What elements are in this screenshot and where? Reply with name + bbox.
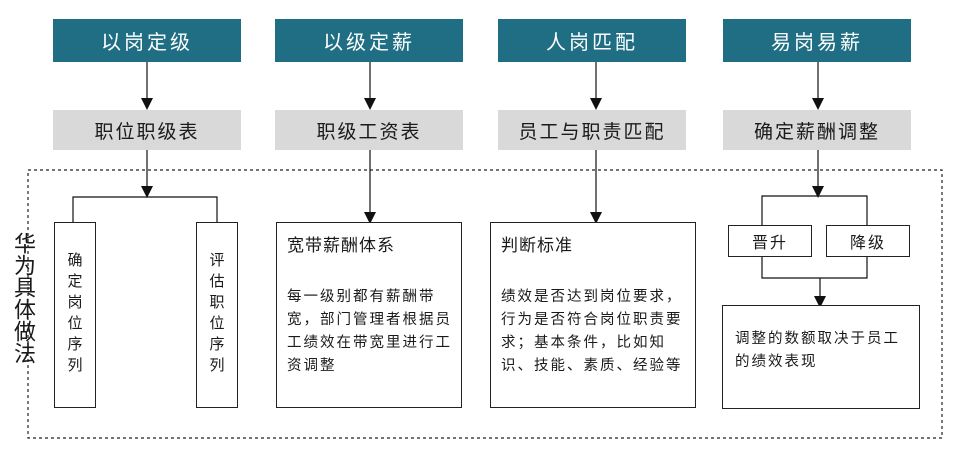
side-label: 华为具体做法 xyxy=(10,232,35,364)
col1-bracket xyxy=(72,196,218,222)
subheader-3: 员工与职责匹配 xyxy=(498,110,686,150)
col2-box: 宽带薪酬体系 每一级别都有薪酬带宽，部门管理者根据员工绩效在带宽里进行工资调整 xyxy=(276,222,462,408)
header-4: 易岗易薪 xyxy=(723,19,911,62)
col4-bracket-bottom xyxy=(761,257,868,279)
header-3: 人岗匹配 xyxy=(498,19,686,62)
dashed-frame xyxy=(27,169,943,439)
col1-left-box: 确定岗位序列 xyxy=(54,222,96,408)
col4-result-box: 调整的数额取决于员工的绩效表现 xyxy=(722,305,920,409)
col2-title: 宽带薪酬体系 xyxy=(287,236,395,256)
col4-bracket-top xyxy=(761,195,868,225)
col3-title: 判断标准 xyxy=(501,236,573,256)
col2-body: 每一级别都有薪酬带宽，部门管理者根据员工绩效在带宽里进行工资调整 xyxy=(287,289,452,374)
promote-box: 晋升 xyxy=(728,225,812,257)
subheader-2: 职级工资表 xyxy=(275,110,463,150)
col4-body: 调整的数额取决于员工的绩效表现 xyxy=(735,331,900,370)
subheader-4: 确定薪酬调整 xyxy=(723,110,911,150)
subheader-1: 职位职级表 xyxy=(53,110,241,150)
demote-box: 降级 xyxy=(826,225,910,257)
col3-box: 判断标准 绩效是否达到岗位要求，行为是否符合岗位职责要求；基本条件，比如知识、技… xyxy=(490,222,696,408)
col1-right-box: 评估职位序列 xyxy=(196,222,238,408)
header-1: 以岗定级 xyxy=(53,19,241,62)
header-2: 以级定薪 xyxy=(275,19,463,62)
col3-body: 绩效是否达到岗位要求，行为是否符合岗位职责要求；基本条件，比如知识、技能、素质、… xyxy=(501,289,683,374)
